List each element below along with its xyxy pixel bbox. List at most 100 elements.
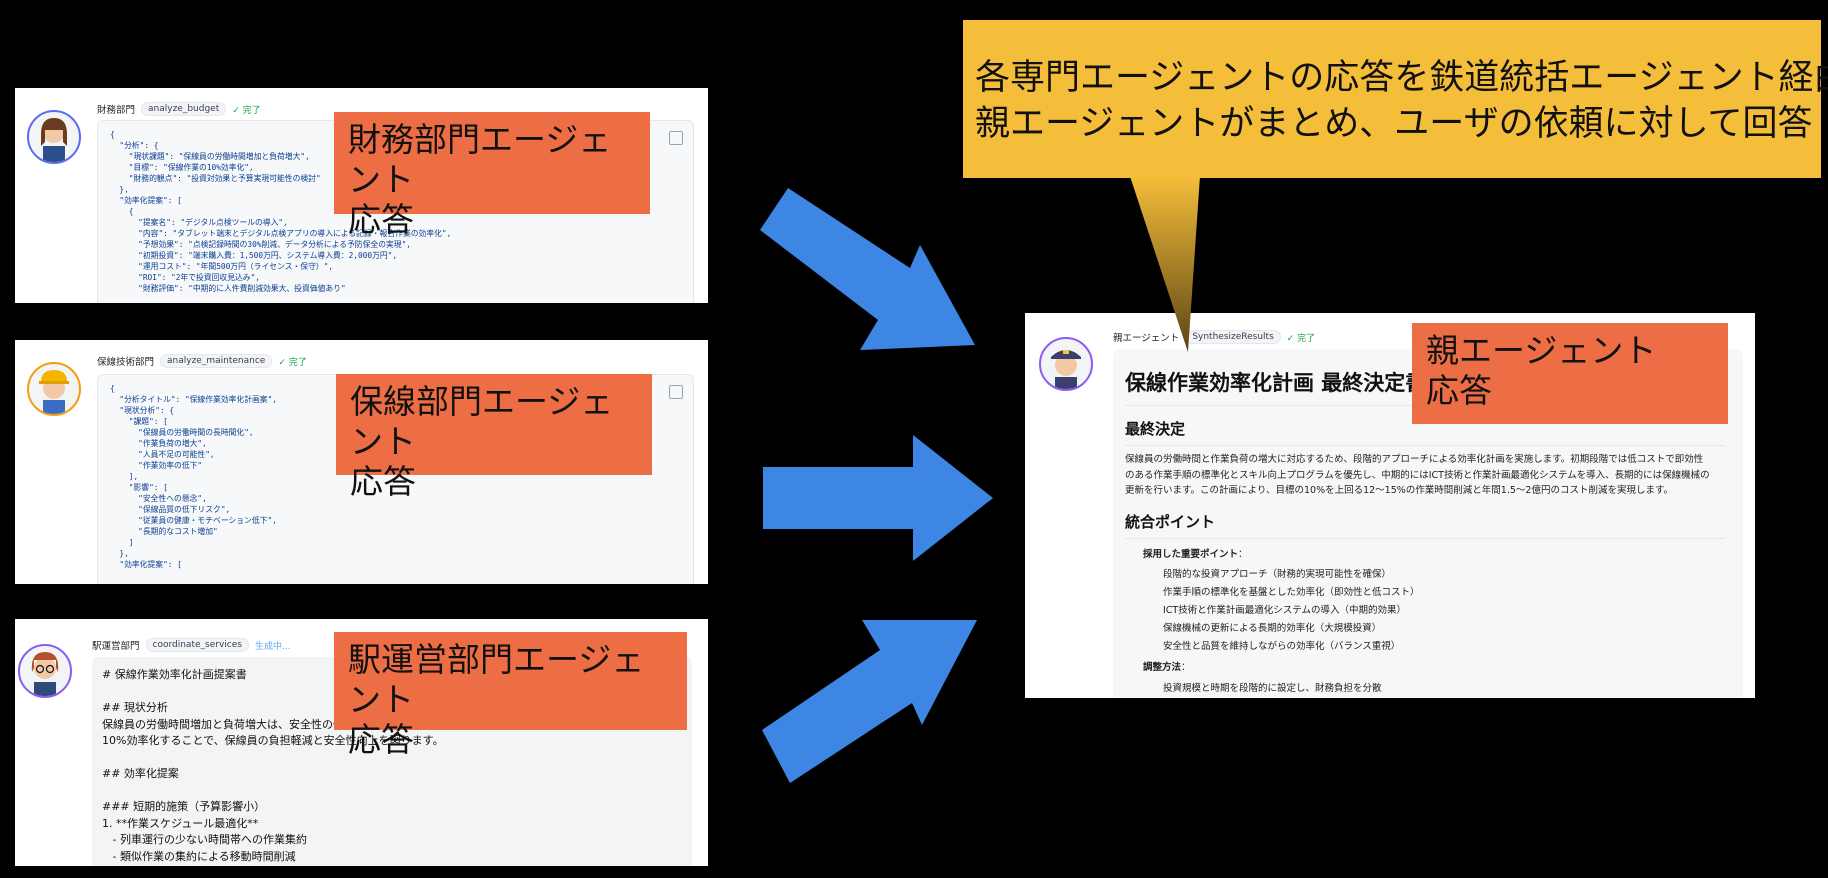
code-line: "作業負荷の増大", bbox=[110, 439, 207, 448]
callout-line: 各専門エージェントの応答を鉄道統括エージェント経由で、 bbox=[975, 58, 1828, 98]
tool-pill: analyze_maintenance bbox=[160, 354, 273, 368]
divider bbox=[1125, 445, 1725, 446]
code-line: ], bbox=[110, 472, 139, 481]
label-line: 応答 bbox=[350, 462, 416, 501]
parent-avatar bbox=[1039, 337, 1093, 391]
status-badge: ✓ 完了 bbox=[1286, 333, 1316, 344]
adjust-list: 投資規模と時期を段階的に設定し、財務負担を分散 bbox=[1125, 680, 1725, 698]
status-badge: ✓ 完了 bbox=[232, 105, 261, 116]
list-item: 作業手順の標準化を基盤とした効率化（即効性と低コスト） bbox=[1163, 587, 1420, 598]
adjust-label-row: 調整方法： bbox=[1143, 662, 1191, 673]
callout-line: 親エージェントがまとめ、ユーザの依頼に対して回答 bbox=[975, 104, 1813, 144]
code-line: "予想効果": "点検記録時間の30%削減、データ分析による予防保全の実現", bbox=[110, 240, 411, 249]
markdown-line: ### 短期的施策（予算影響小） bbox=[102, 800, 266, 813]
dept-name: 財務部門 bbox=[97, 105, 136, 116]
speech-callout bbox=[963, 20, 1821, 178]
code-line: "現状分析": { bbox=[110, 406, 175, 415]
text-line: 保線員の労働時間と作業負荷の増大に対応するため、段階的アプローチによる効率化計画… bbox=[1125, 454, 1704, 465]
station-avatar bbox=[18, 644, 72, 698]
code-line: "提案名": "デジタル点検ツールの導入", bbox=[110, 218, 288, 227]
adopted-label-row: 採用した重要ポイント： bbox=[1143, 548, 1248, 560]
code-line: "運用コスト": "年間500万円（ライセンス・保守）", bbox=[110, 262, 334, 271]
callout-pointer bbox=[1130, 176, 1200, 352]
label-line: 親エージェント bbox=[1426, 331, 1657, 370]
page-title: 保線作業効率化計画 最終決定書 bbox=[1125, 371, 1427, 395]
code-line: "分析タイトル": "保線作業効率化計画案", bbox=[110, 395, 277, 404]
label-line: 応答 bbox=[348, 200, 414, 239]
final-text: 保線員の労働時間と作業負荷の増大に対応するため、段階的アプローチによる効率化計画… bbox=[1125, 452, 1725, 499]
section-heading: 統合ポイント bbox=[1125, 512, 1216, 531]
code-line: "効率化提案": [ bbox=[110, 196, 182, 205]
code-line: "課題": [ bbox=[110, 417, 168, 426]
adopted-label: 採用した重要ポイント bbox=[1143, 548, 1239, 560]
code-line: "分析": { bbox=[110, 141, 159, 150]
markdown-line: # 保線作業効率化計画提案書 bbox=[102, 668, 247, 681]
code-line: "保線品質の低下リスク", bbox=[110, 505, 231, 514]
markdown-line: - 列車運行の少ない時間帯への作業集約 bbox=[102, 833, 307, 846]
finance-agent-label: 財務部門エージェント 応答 bbox=[334, 112, 650, 239]
status-badge: 生成中... bbox=[254, 641, 291, 652]
code-line: "効率化提案": [ bbox=[110, 560, 182, 569]
copy-icon[interactable] bbox=[669, 131, 683, 145]
station-agent-label: 駅運営部門エージェント 応答 bbox=[334, 632, 687, 759]
finance-avatar bbox=[27, 110, 81, 164]
tool-pill: analyze_budget bbox=[141, 102, 227, 116]
section-heading: 最終決定 bbox=[1125, 420, 1186, 438]
label-line: 応答 bbox=[1426, 371, 1492, 410]
code-line: "内容": "タブレット端末とデジタル点検アプリの導入による記録・報告作業の効率… bbox=[110, 229, 452, 238]
text-line: 更新を行います。この計画により、目標の10%を上回る12〜15%の作業時間削減と… bbox=[1125, 485, 1674, 496]
parent-agent-label: 親エージェント 応答 bbox=[1412, 323, 1728, 424]
arrow-up-right-icon bbox=[762, 620, 977, 783]
maintenance-header: 保線技術部門 analyze_maintenance ✓ 完了 bbox=[97, 354, 307, 368]
code-line: "人員不足の可能性", bbox=[110, 450, 215, 459]
markdown-line: - 類似作業の集約による移動時間削減 bbox=[102, 849, 296, 863]
list-item: 投資規模と時期を段階的に設定し、財務負担を分散 bbox=[1163, 682, 1382, 694]
code-line: "財務的観点": "投資対効果と予算実現可能性の検討" bbox=[110, 174, 321, 183]
maintenance-avatar bbox=[27, 362, 81, 416]
arrow-down-right-icon bbox=[760, 188, 975, 350]
code-line: "従業員の健康・モチベーション低下", bbox=[110, 516, 277, 525]
markdown-line bbox=[102, 783, 444, 800]
code-line: "目標": "保線作業の10%効率化", bbox=[110, 163, 254, 172]
code-line: { bbox=[110, 207, 134, 216]
markdown-line: 10%効率化することで、保線員の負担軽減と安全性向上を図ります。 bbox=[102, 734, 444, 747]
parent-header: 親エージェント SynthesizeResults ✓ 完了 bbox=[1113, 330, 1315, 344]
code-line: ] bbox=[110, 538, 134, 547]
copy-icon[interactable] bbox=[669, 385, 683, 399]
maintenance-agent-label: 保線部門エージェント 応答 bbox=[336, 374, 652, 501]
list-item: 段階的な投資アプローチ（財務的実現可能性を確保） bbox=[1163, 569, 1392, 580]
code-line: "財務評価": "中期的に人件費削減効果大、投資価値あり" bbox=[110, 284, 346, 293]
code-line: "現状課題": "保線員の労働時間増加と負荷増大", bbox=[110, 152, 310, 161]
markdown-content: # 保線作業効率化計画提案書 ## 現状分析保線員の労働時間増加と負荷増大は、安… bbox=[92, 657, 454, 866]
code-line: { bbox=[110, 384, 115, 393]
code-line: "ROI": "2年で投資回収見込み", bbox=[110, 273, 260, 282]
list-item: 保線機械の更新による長期的効率化（大規模投資） bbox=[1163, 623, 1382, 634]
code-line: "作業効率の低下" bbox=[110, 461, 203, 470]
code-content: { "分析タイトル": "保線作業効率化計画案", "現状分析": { "課題"… bbox=[98, 375, 693, 578]
arrow-right-icon bbox=[763, 435, 993, 561]
adjust-label: 調整方法 bbox=[1143, 662, 1182, 673]
label-line: 駅運営部門エージェント bbox=[348, 640, 645, 719]
label-line: 保線部門エージェント bbox=[350, 382, 614, 461]
text-line: のある作業手順の標準化とスキル向上プログラムを優先し、中期的にはICT技術と作業… bbox=[1125, 469, 1710, 481]
tool-pill: coordinate_services bbox=[145, 638, 249, 652]
dept-name: 保線技術部門 bbox=[97, 357, 155, 368]
dept-name: 駅運営部門 bbox=[92, 641, 140, 652]
divider bbox=[1125, 537, 1725, 539]
code-content: { "分析": { "現状課題": "保線員の労働時間増加と負荷増大", "目標… bbox=[98, 121, 693, 302]
label-line: 財務部門エージェント bbox=[348, 120, 612, 199]
status-badge: ✓ 完了 bbox=[278, 357, 307, 368]
code-line: { bbox=[110, 130, 115, 139]
label-line: 応答 bbox=[348, 720, 414, 759]
station-header: 駅運営部門 coordinate_services 生成中... bbox=[92, 638, 291, 652]
markdown-line: 1. **作業スケジュール最適化** bbox=[102, 816, 259, 830]
code-line: "長期的なコスト増加" bbox=[110, 527, 218, 536]
finance-header: 財務部門 analyze_budget ✓ 完了 bbox=[97, 102, 261, 116]
code-line: "安全性への懸念", bbox=[110, 494, 207, 503]
markdown-line: ## 効率化提案 bbox=[102, 767, 179, 780]
code-line: }, bbox=[110, 185, 129, 194]
code-line: "影響": [ bbox=[110, 483, 168, 492]
dept-name: 親エージェント bbox=[1113, 333, 1180, 344]
adopted-list: 段階的な投資アプローチ（財務的実現可能性を確保） 作業手順の標準化を基盤とした効率… bbox=[1125, 566, 1725, 656]
code-line: "初期投資": "端末購入費：1,500万円、システム導入費：2,000万円", bbox=[110, 251, 398, 260]
